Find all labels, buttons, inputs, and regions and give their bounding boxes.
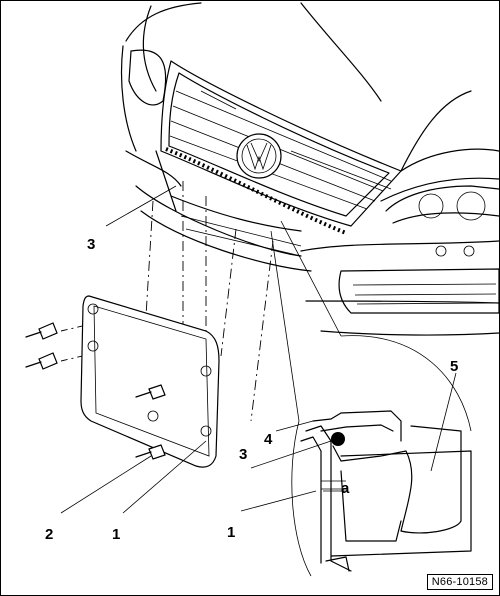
leader-lines bbox=[60, 185, 207, 514]
callout-1-left: 1 bbox=[112, 526, 120, 543]
callout-5: 5 bbox=[450, 358, 458, 375]
assembly-lines bbox=[60, 181, 274, 422]
reference-code: N66-10158 bbox=[426, 574, 493, 590]
detail-leader-lines bbox=[240, 372, 457, 512]
car-body bbox=[120, 2, 499, 336]
screw-top-left bbox=[25, 322, 58, 340]
license-plate-bracket bbox=[80, 295, 220, 468]
callout-a: a bbox=[341, 480, 350, 497]
sealing-bead bbox=[331, 432, 345, 446]
callout-2: 2 bbox=[45, 526, 53, 543]
callout-3-detail: 3 bbox=[239, 446, 247, 463]
screw-bottom bbox=[135, 444, 166, 460]
adhesive-seam bbox=[165, 147, 347, 235]
callout-3-top: 3 bbox=[87, 236, 95, 253]
detail-section bbox=[270, 220, 472, 577]
screw-mid-left bbox=[25, 352, 58, 370]
screws bbox=[25, 322, 166, 460]
screw-center bbox=[135, 384, 166, 400]
callout-4: 4 bbox=[264, 431, 273, 448]
radiator-grille bbox=[160, 60, 402, 235]
callout-1-detail: 1 bbox=[227, 524, 235, 541]
